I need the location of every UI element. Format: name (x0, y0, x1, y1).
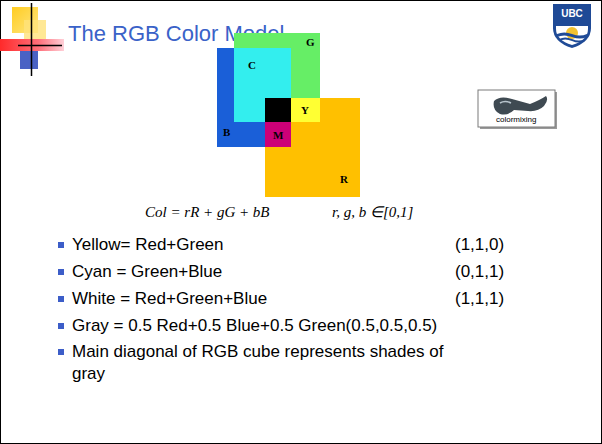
logo-field (556, 26, 588, 45)
black-overlap (265, 98, 291, 122)
yellow-overlap: Y (291, 98, 320, 122)
bullet (58, 269, 64, 275)
magenta-overlap: M (265, 122, 291, 147)
bullet-text: Cyan = Green+Blue (72, 261, 222, 283)
bullet-text: Gray = 0.5 Red+0.5 Blue+0.5 Green(0.5,0.… (72, 315, 437, 337)
bullet (58, 296, 64, 302)
logo-wave (557, 33, 587, 39)
rgb-triple: (1,1,0) (455, 234, 504, 256)
region-letter: G (306, 36, 315, 48)
button-face (478, 90, 555, 127)
logo-wave (559, 38, 585, 43)
region-letter: M (273, 129, 283, 141)
bullet (58, 349, 64, 355)
corner-square (20, 51, 38, 69)
region-letter: R (340, 173, 348, 185)
bullet-text: Yellow= Red+Green (72, 234, 224, 256)
colormixing-icon (494, 96, 548, 115)
button-label: colormixing (496, 115, 536, 124)
bullet-text: Main diagonal of RGB cube represents sha… (72, 341, 479, 385)
bullet (58, 242, 64, 248)
corner-square (24, 20, 46, 42)
bullet (58, 323, 64, 329)
logo-shield (553, 4, 591, 48)
formula: Col = rR + gG + bB (145, 203, 270, 221)
colormixing-icon (500, 102, 511, 104)
region-letter: Y (301, 104, 309, 116)
corner-line (18, 45, 62, 47)
corner-line (31, 3, 33, 76)
bullet-text: White = Red+Green+Blue (72, 288, 267, 310)
region-letter: B (223, 126, 230, 138)
colormixing-button: colormixing (478, 90, 555, 127)
rgb-triple: (1,1,1) (455, 288, 504, 310)
logo-text: UBC (555, 8, 589, 20)
region-letter: C (248, 59, 256, 71)
rgb-triple: (0,1,1) (455, 261, 504, 283)
formula-range: r, g, b ∈[0,1] (332, 203, 413, 221)
